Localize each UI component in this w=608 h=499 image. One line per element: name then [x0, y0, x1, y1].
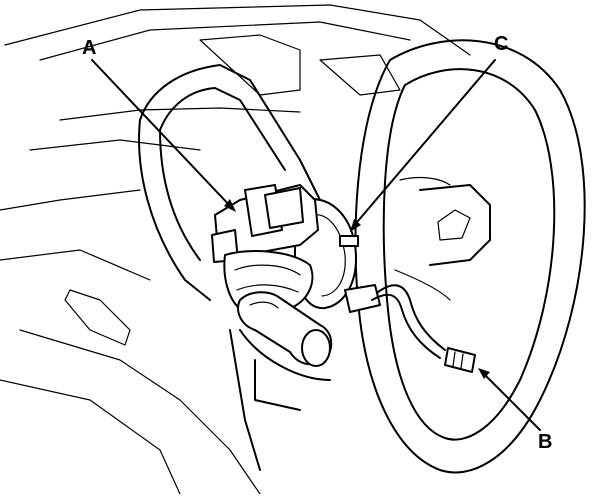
callout-b-label: B	[538, 431, 552, 453]
callout-c-label: C	[494, 33, 508, 55]
leader-lines	[91, 59, 541, 431]
switch-stalk	[237, 291, 333, 367]
column-cover	[138, 64, 331, 471]
steering-wheel	[354, 39, 586, 474]
dashboard-outline	[0, 4, 471, 495]
callout-a-label: A	[82, 37, 96, 59]
airbag-harness	[371, 284, 476, 373]
arrow-heads	[224, 199, 490, 379]
harness-connector	[444, 347, 476, 373]
